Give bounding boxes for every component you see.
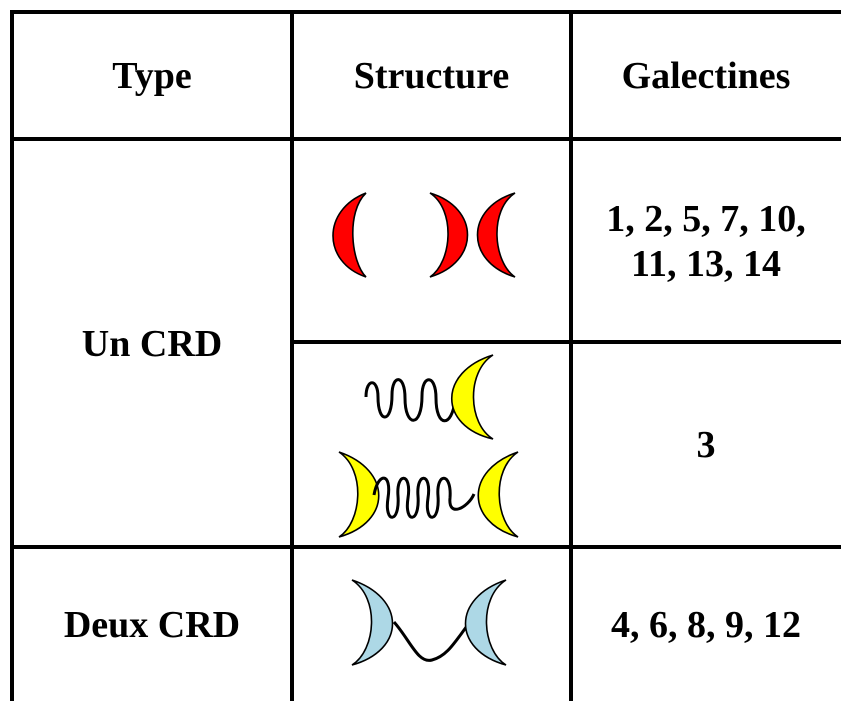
red-dimer-right	[476, 192, 516, 278]
red-dimer-left	[429, 192, 469, 278]
header-galectines: Galectines	[571, 14, 841, 139]
galectines-row2-label: 3	[696, 424, 716, 467]
yellow-monomer-tail	[364, 378, 457, 423]
galectines-row1-line2: 11, 13, 14	[631, 242, 781, 285]
header-type-label: Type	[112, 55, 192, 98]
type-cell-un-crd: Un CRD	[12, 141, 292, 547]
galectines-row3-label: 4, 6, 8, 9, 12	[611, 603, 801, 646]
yellow-crescent-tail-monomer-icon	[364, 354, 494, 440]
header-structure: Structure	[292, 14, 571, 139]
yellow-oligomer-right	[477, 451, 519, 538]
galectines-cell-row3: 4, 6, 8, 9, 12	[571, 549, 841, 701]
red-crescent-monomer-icon	[332, 192, 367, 278]
header-galectines-label: Galectines	[621, 55, 791, 98]
type-cell-deux-crd: Deux CRD	[12, 549, 292, 701]
lightblue-tandem-repeat-icon	[351, 579, 507, 666]
type-un-crd-label: Un CRD	[81, 322, 223, 365]
red-crescent-dimer-icon	[429, 192, 516, 278]
galectines-row1-line1: 1, 2, 5, 7, 10,	[606, 197, 806, 240]
galectines-cell-row2: 3	[571, 344, 841, 547]
red-crescent-left	[332, 192, 367, 278]
header-type: Type	[12, 14, 292, 139]
yellow-oligomer-left	[338, 451, 380, 538]
type-deux-crd-label: Deux CRD	[63, 603, 241, 646]
tandem-linker	[392, 621, 472, 662]
yellow-oligomer-coil	[372, 476, 476, 519]
yellow-monomer-crescent	[451, 354, 494, 440]
tandem-left-crescent	[351, 579, 394, 666]
galectines-cell-row1: 1, 2, 5, 7, 10, 11, 13, 14	[571, 141, 841, 342]
header-structure-label: Structure	[353, 55, 510, 98]
yellow-crescent-tail-oligomer-icon	[338, 451, 519, 538]
tandem-right-crescent	[464, 579, 507, 666]
